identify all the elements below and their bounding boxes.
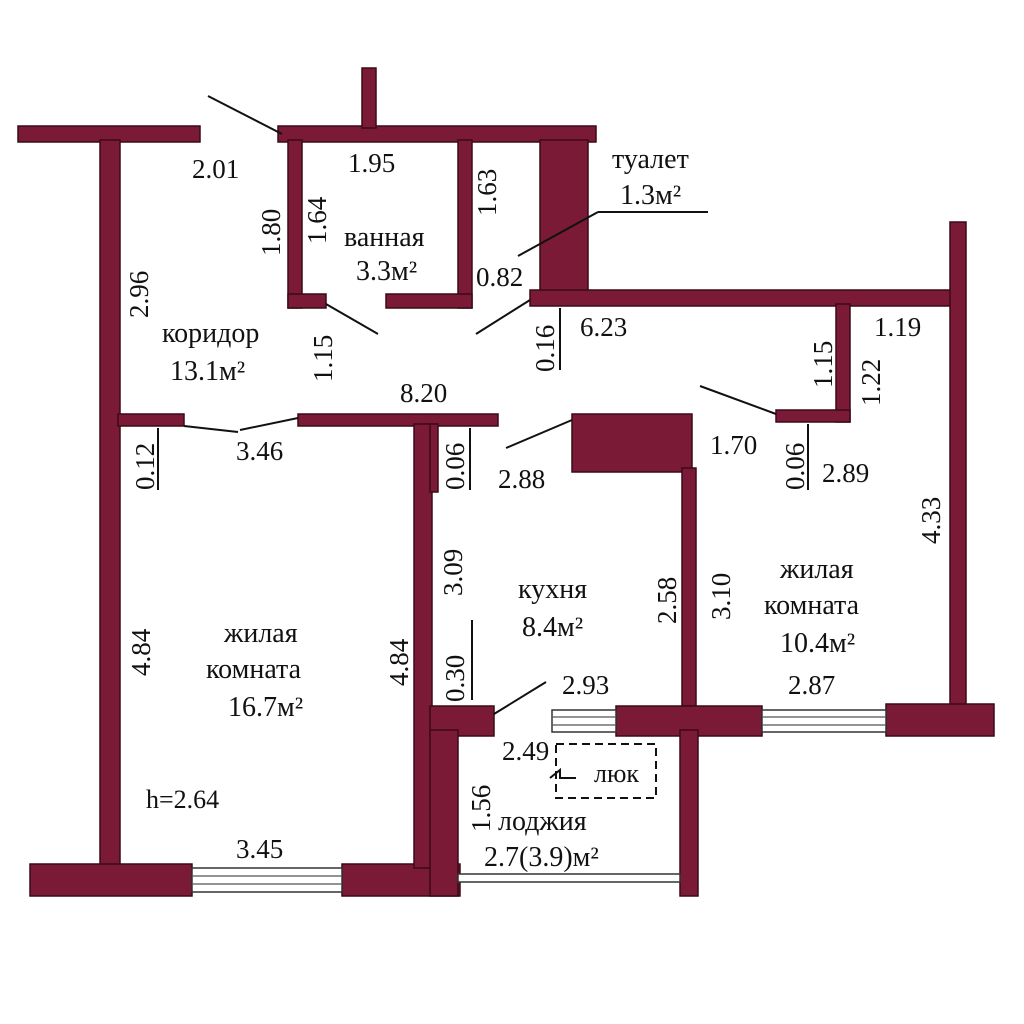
dimension-label: 0.16 <box>530 325 560 372</box>
dimension-label: 6.23 <box>580 312 627 342</box>
bathroom-area: 3.3м² <box>356 256 417 287</box>
toilet-area: 1.3м² <box>620 180 681 211</box>
living-right-name-2: комната <box>764 590 860 621</box>
door-line <box>475 299 531 335</box>
dimension-label: 3.09 <box>438 549 468 596</box>
dimension-label: 3.46 <box>236 436 283 466</box>
door-lines <box>183 95 777 715</box>
dimension-label: 1.80 <box>256 209 286 256</box>
hatch: люк <box>549 743 657 799</box>
bathroom-name: ванная <box>344 222 425 253</box>
wall <box>29 863 193 897</box>
corridor-area: 13.1м² <box>170 356 245 387</box>
dimension-label: 8.20 <box>400 378 447 408</box>
dimension-label: 1.22 <box>856 359 886 406</box>
living-right-name-1: жилая <box>779 554 854 585</box>
loggia-name: лоджия <box>498 806 587 837</box>
wall <box>429 423 439 493</box>
dimension-label: 3.45 <box>236 834 283 864</box>
window <box>551 709 617 733</box>
wall <box>949 221 967 707</box>
walls <box>17 67 995 897</box>
door-line <box>183 425 239 433</box>
loggia-area: 2.7(3.9)м² <box>484 842 599 873</box>
dimension-label: 3.10 <box>706 573 736 620</box>
dimension-label: 0.06 <box>440 443 470 490</box>
wall <box>775 409 851 423</box>
wall <box>679 729 699 897</box>
room-labels: ванная 3.3м² туалет 1.3м² коридор 13.1м²… <box>146 144 860 873</box>
dimension-label: 2.01 <box>192 154 239 184</box>
dimension-label: 1.56 <box>466 785 496 832</box>
wall <box>529 289 953 307</box>
dimension-label: 1.15 <box>308 335 338 382</box>
wall <box>99 139 121 871</box>
dimension-label: 4.84 <box>384 638 414 686</box>
wall <box>277 125 597 143</box>
living-left-name-1: жилая <box>223 618 298 649</box>
door-line <box>699 385 777 415</box>
dimension-label: 0.82 <box>476 262 523 292</box>
dimension-label: 2.87 <box>788 670 835 700</box>
wall <box>457 139 473 309</box>
toilet-name: туалет <box>612 144 689 175</box>
wall <box>117 413 185 427</box>
dimension-label: 2.93 <box>562 670 609 700</box>
wall <box>287 293 327 309</box>
dimension-label: 2.96 <box>124 271 154 318</box>
wall <box>429 705 495 737</box>
dimension-label: 2.58 <box>652 577 682 624</box>
ceiling-height: h=2.64 <box>146 785 219 814</box>
kitchen-area: 8.4м² <box>522 612 583 643</box>
window <box>761 709 887 733</box>
window <box>457 873 681 883</box>
wall <box>885 703 995 737</box>
dimension-label: 0.12 <box>130 443 160 490</box>
window <box>191 867 343 893</box>
wall <box>297 413 499 427</box>
dimension-label: 1.15 <box>808 341 838 388</box>
wall <box>571 413 693 473</box>
door-line <box>325 303 379 335</box>
dimension-label: 1.64 <box>302 196 332 244</box>
dimension-label: 0.30 <box>440 655 470 702</box>
door-line <box>493 681 547 715</box>
dimension-label: 1.19 <box>874 312 921 342</box>
kitchen-name: кухня <box>518 574 587 605</box>
dimension-label: 4.33 <box>916 497 946 544</box>
wall <box>429 729 459 897</box>
wall <box>681 467 697 707</box>
hatch-outline <box>555 743 657 799</box>
dimensions-vertical: 1.63 1.80 1.64 2.96 1.15 0.16 1.15 1.22 … <box>124 169 946 832</box>
dimensions-horizontal: 2.01 1.95 0.82 6.23 1.19 8.20 3.46 2.88 … <box>192 148 921 864</box>
door-line <box>505 419 573 449</box>
wall <box>835 303 851 423</box>
leader-line <box>517 211 599 257</box>
wall <box>385 293 473 309</box>
dimension-label: 2.49 <box>502 736 549 766</box>
dimension-label: 1.70 <box>710 430 757 460</box>
living-left-area: 16.7м² <box>228 692 303 723</box>
wall <box>539 139 589 293</box>
dimension-label: 2.88 <box>498 464 545 494</box>
dimension-label: 0.06 <box>780 443 810 490</box>
living-left-name-2: комната <box>206 654 302 685</box>
dimension-ticks <box>157 308 809 700</box>
corridor-name: коридор <box>162 318 259 349</box>
dimension-label: 1.63 <box>472 169 502 216</box>
door-line <box>207 95 283 135</box>
dimension-label: 1.95 <box>348 148 395 178</box>
wall <box>287 139 303 309</box>
dimension-label: 2.89 <box>822 458 869 488</box>
wall <box>413 423 433 869</box>
dimension-label: 4.84 <box>126 628 156 676</box>
wall <box>361 67 377 129</box>
hatch-label: люк <box>594 759 639 788</box>
windows <box>191 709 887 893</box>
door-line <box>239 417 299 431</box>
living-right-area: 10.4м² <box>780 628 855 659</box>
